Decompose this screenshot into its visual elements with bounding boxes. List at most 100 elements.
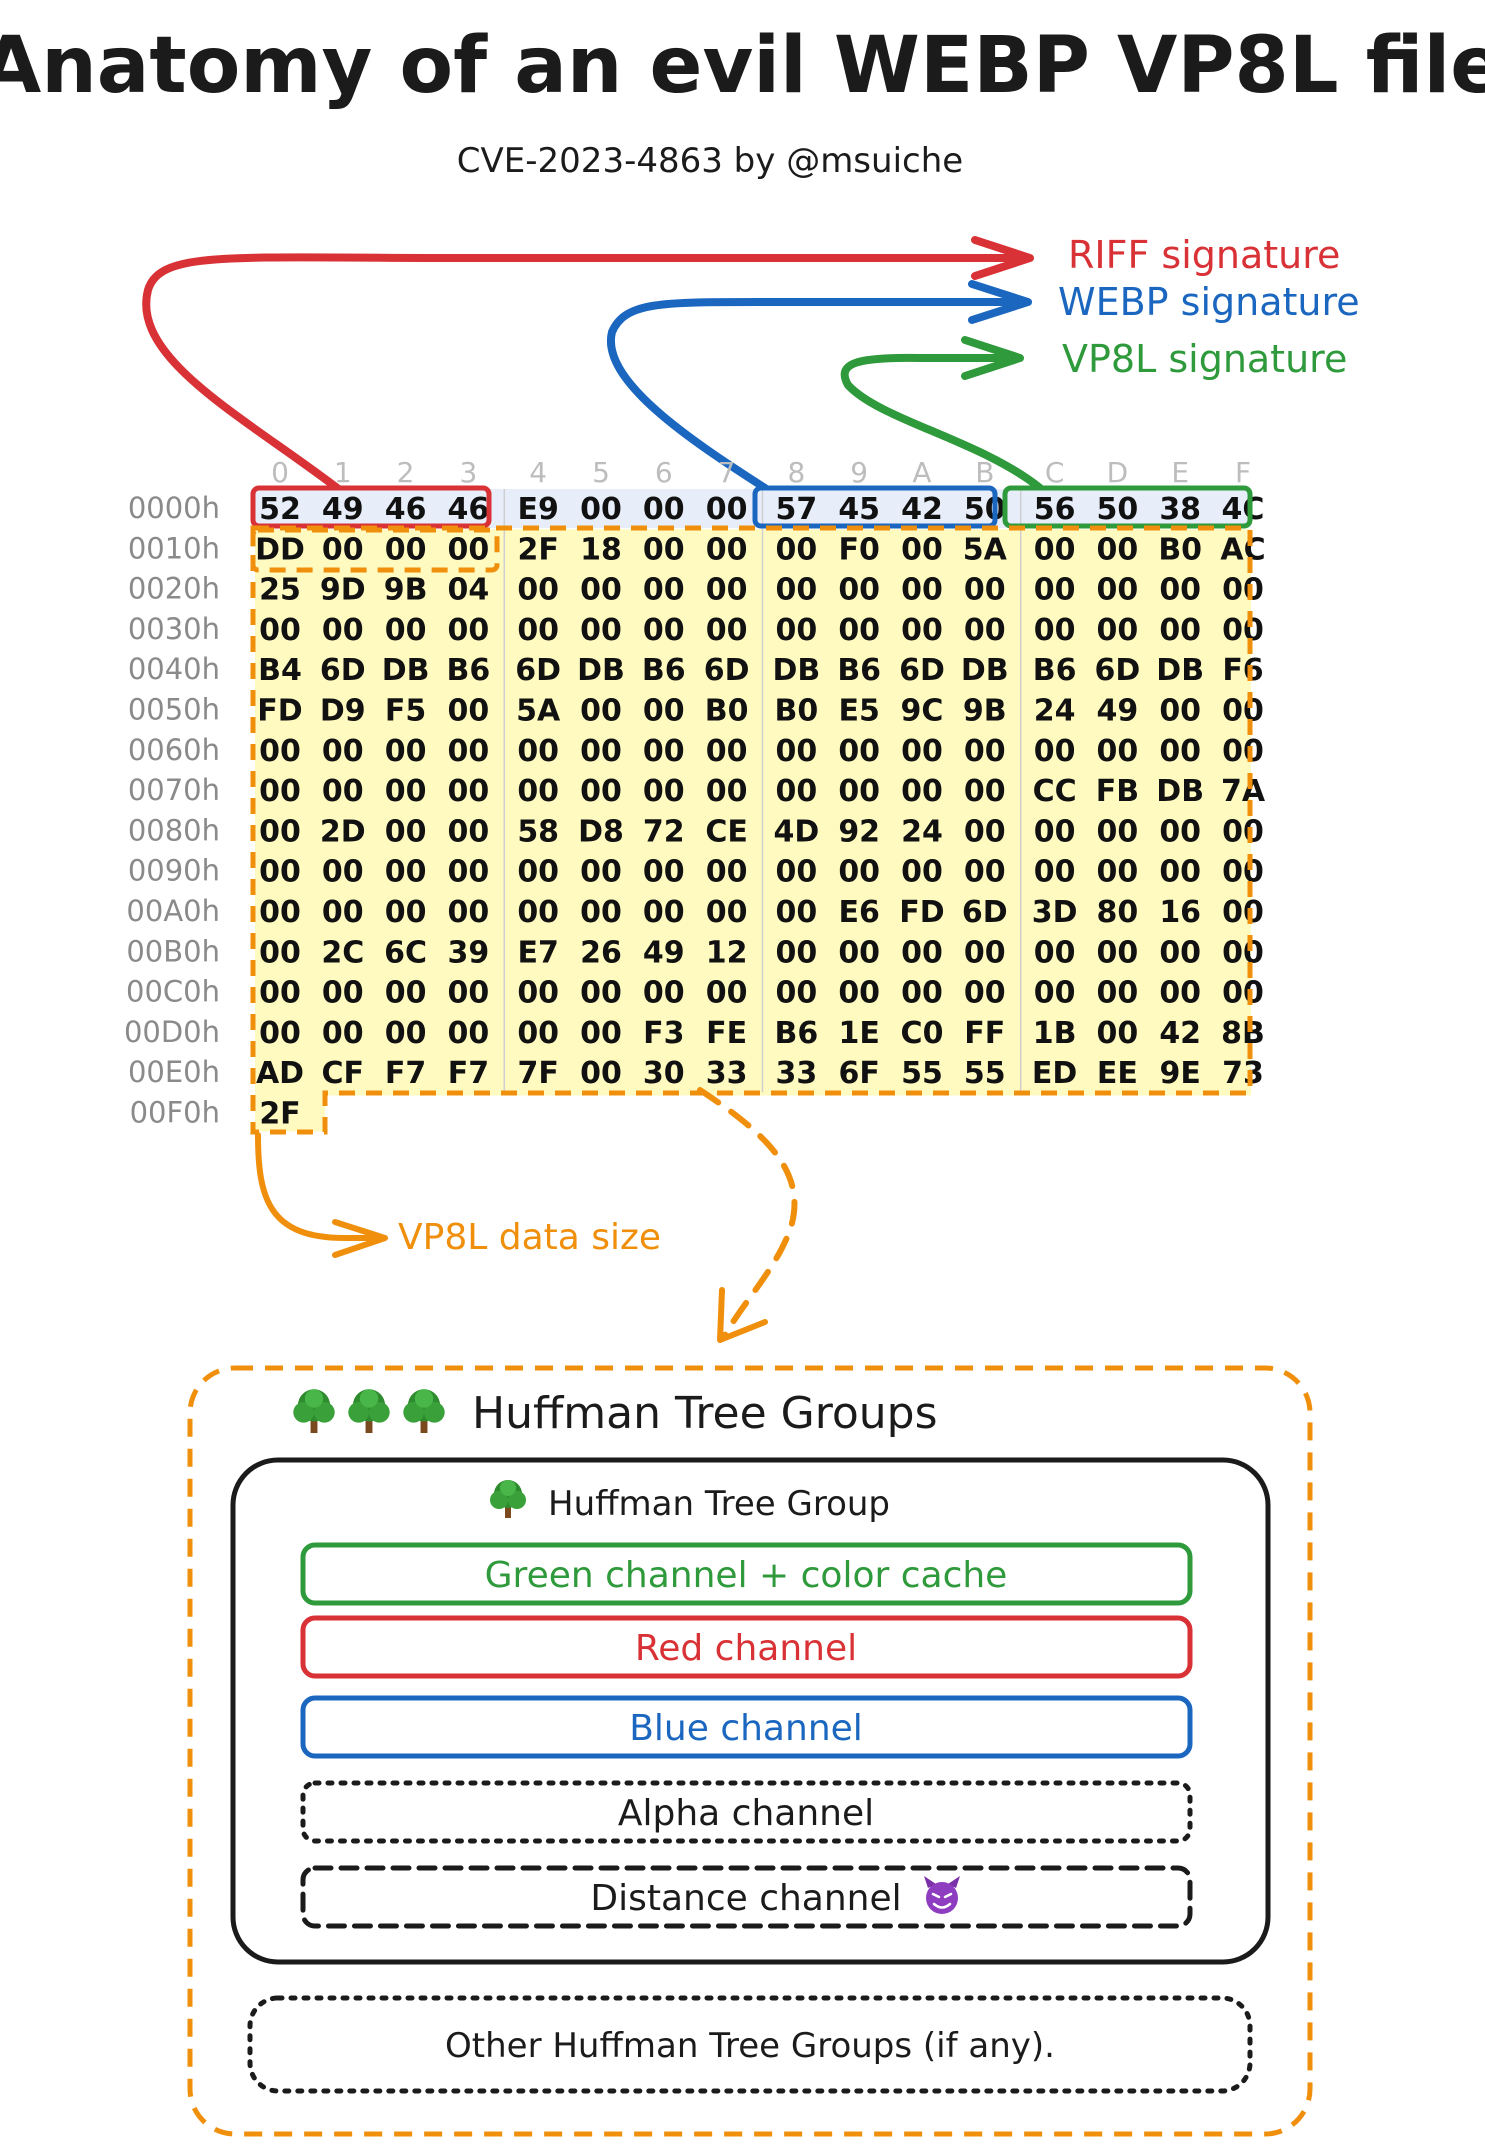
hex-byte: B6 [447, 653, 491, 688]
hex-byte: FB [1096, 774, 1139, 809]
hex-byte: 42 [1159, 1016, 1201, 1051]
hex-byte: 00 [1097, 855, 1139, 890]
hex-byte: 00 [517, 1016, 559, 1051]
hex-byte: FE [706, 1016, 747, 1051]
hex-byte: 00 [322, 613, 364, 648]
hex-byte: CE [705, 814, 748, 849]
vp8l-data-outline [250, 525, 1253, 1135]
hex-byte: 00 [580, 613, 622, 648]
hex-byte: 00 [1097, 935, 1139, 970]
hex-byte: 00 [580, 573, 622, 608]
hex-byte: 7A [1221, 774, 1266, 809]
column-header: E [1171, 456, 1189, 489]
hex-fill-layer [255, 489, 1251, 1132]
hex-byte: 00 [1222, 573, 1264, 608]
huffman-data-arrow [697, 1087, 798, 1343]
hex-byte: 00 [1222, 976, 1264, 1011]
hex-byte: 00 [1097, 613, 1139, 648]
column-header: 6 [655, 456, 673, 489]
hex-byte: 00 [1159, 734, 1201, 769]
column-header: 4 [529, 456, 547, 489]
hex-byte: 00 [838, 935, 880, 970]
hex-byte: FD [257, 694, 302, 729]
hex-byte: 6C [384, 935, 427, 970]
hex-byte: 00 [1159, 935, 1201, 970]
hex-byte: 00 [259, 814, 301, 849]
hex-byte: 00 [259, 855, 301, 890]
row-offset: 00A0h [126, 894, 220, 928]
hex-byte: 50 [964, 492, 1006, 527]
hex-byte: 00 [706, 774, 748, 809]
hex-byte: B6 [642, 653, 686, 688]
hex-byte: 00 [1097, 976, 1139, 1011]
huffman-tree-group-title: Huffman Tree Group [548, 1484, 890, 1524]
hex-byte: 57 [776, 492, 818, 527]
row-offset: 0090h [128, 854, 220, 888]
row-offset: 0040h [128, 652, 220, 686]
hex-byte: F6 [1222, 653, 1263, 688]
hex-byte: 30 [643, 1056, 685, 1091]
row-offset: 00E0h [128, 1055, 220, 1089]
hex-byte: 38 [1159, 492, 1201, 527]
webp-signature-label: WEBP signature [1058, 280, 1360, 324]
row-offset: 0080h [128, 813, 220, 847]
tree-icon [348, 1389, 390, 1433]
hex-byte: 00 [322, 774, 364, 809]
hex-byte: 00 [580, 492, 622, 527]
hex-byte: DB [577, 653, 625, 688]
hex-byte: 00 [385, 814, 427, 849]
hex-byte: 6D [962, 895, 1008, 930]
row-offset: 0000h [128, 491, 220, 525]
hex-byte: 00 [1034, 734, 1076, 769]
hex-byte: 9E [1160, 1056, 1201, 1091]
hex-byte: 00 [964, 814, 1006, 849]
hex-byte: 3D [1032, 895, 1078, 930]
hex-byte: DB [1156, 774, 1204, 809]
hex-byte: 00 [385, 774, 427, 809]
hex-byte: 00 [259, 935, 301, 970]
hex-byte: 00 [322, 976, 364, 1011]
hex-byte: 00 [1034, 573, 1076, 608]
hex-byte: 00 [706, 734, 748, 769]
hex-byte: 00 [448, 734, 490, 769]
hex-byte: 00 [517, 895, 559, 930]
row-offset: 0060h [128, 733, 220, 767]
hex-byte: 00 [643, 573, 685, 608]
hex-byte: F0 [839, 532, 880, 567]
huffman-tree-groups-box [187, 1365, 1313, 2137]
distance-channel-box [300, 1865, 1193, 1929]
hex-byte: F5 [385, 694, 426, 729]
blue-channel-box [300, 1695, 1193, 1759]
hex-byte: AD [256, 1056, 304, 1091]
hex-byte: 00 [706, 976, 748, 1011]
hex-byte: B4 [258, 653, 302, 688]
hex-byte: 00 [259, 895, 301, 930]
hex-byte: 00 [259, 976, 301, 1011]
hex-byte: E5 [839, 694, 880, 729]
hex-byte: 00 [385, 976, 427, 1011]
hex-byte: 00 [706, 895, 748, 930]
hex-byte: 00 [259, 774, 301, 809]
hex-byte: 46 [448, 492, 490, 527]
hex-byte: 26 [580, 935, 622, 970]
column-header: A [912, 456, 931, 489]
hex-byte: 9D [320, 573, 366, 608]
hex-byte: 00 [901, 573, 943, 608]
row-offset: 0020h [128, 572, 220, 606]
row-offset: 0030h [128, 612, 220, 646]
hex-byte: 00 [838, 613, 880, 648]
hex-byte: DB [382, 653, 430, 688]
hex-byte: 72 [643, 814, 685, 849]
data-area-fill [255, 529, 1251, 1096]
hex-byte: 00 [838, 774, 880, 809]
hex-byte: 45 [838, 492, 880, 527]
hex-byte: 00 [706, 532, 748, 567]
hex-byte: 6D [320, 653, 366, 688]
hex-byte: 00 [1159, 976, 1201, 1011]
hex-byte: B0 [1158, 532, 1202, 567]
hex-byte: DD [255, 532, 305, 567]
hex-byte: 5A [963, 532, 1008, 567]
hex-byte: DB [773, 653, 821, 688]
